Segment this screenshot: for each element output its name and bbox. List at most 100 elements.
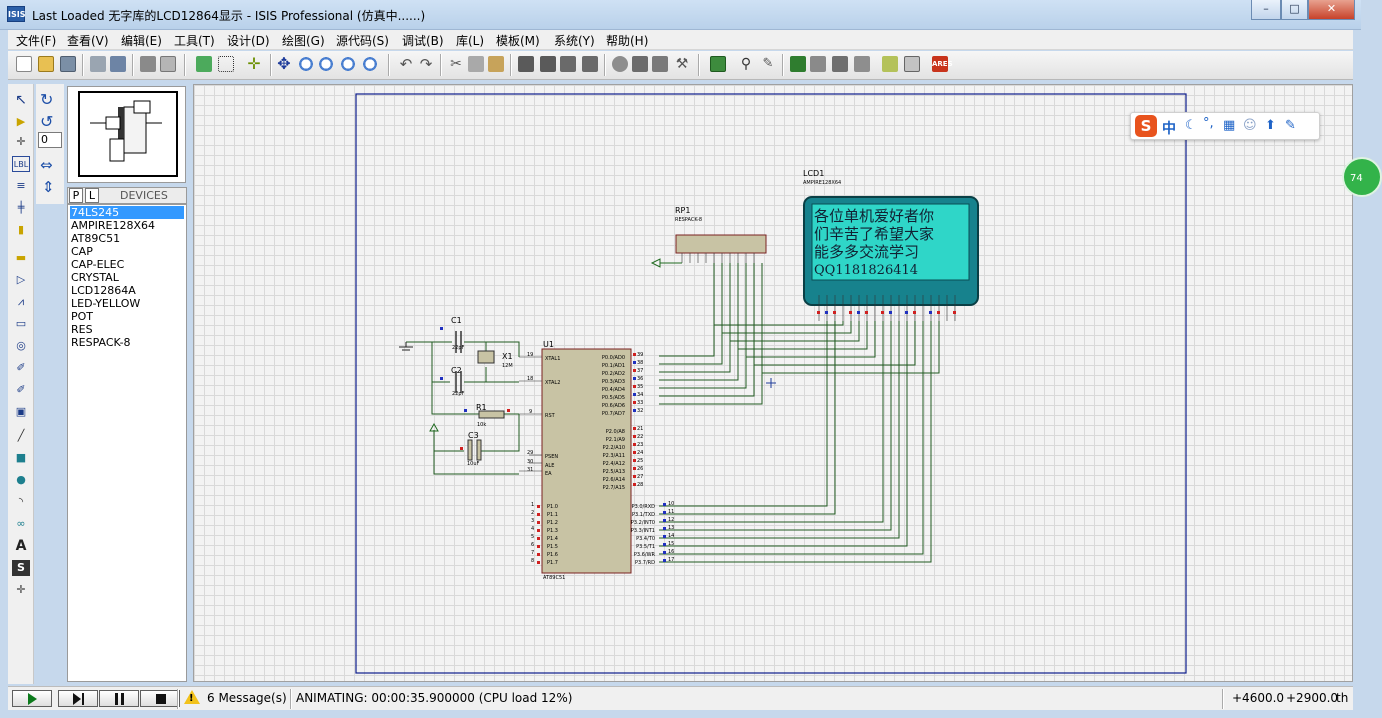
menu-edit[interactable]: 编辑(E) — [121, 34, 162, 48]
menu-view[interactable]: 查看(V) — [67, 34, 109, 48]
wire-autorouter-icon[interactable] — [710, 56, 726, 72]
message-count[interactable]: 6 Message(s) — [207, 691, 287, 705]
stop-button[interactable] — [140, 690, 180, 707]
netlist-icon[interactable] — [904, 56, 920, 72]
package-tool-icon[interactable] — [652, 56, 668, 72]
redo-icon[interactable]: ↷ — [419, 55, 433, 73]
ares-icon[interactable]: ARES — [932, 56, 953, 72]
overview-window[interactable] — [67, 86, 186, 183]
rotate-counterclockwise-icon[interactable]: ↺ — [40, 112, 54, 131]
refresh-icon[interactable] — [196, 56, 212, 72]
grid-icon[interactable] — [218, 56, 234, 72]
schematic-canvas[interactable]: LCD1 AMPIRE128X64 各位单机爱好者你 们辛苦了希望大家 能多多交… — [193, 84, 1382, 682]
library-manager-button[interactable]: L — [85, 188, 99, 203]
side-badge[interactable]: 74 — [1342, 157, 1382, 197]
symbol-icon[interactable]: S — [12, 560, 30, 576]
box-icon[interactable]: ■ — [15, 451, 27, 464]
user-icon[interactable]: ☺ — [1243, 118, 1257, 133]
device-item[interactable]: LCD12864A — [71, 284, 136, 297]
print-icon[interactable] — [140, 56, 156, 72]
device-item[interactable]: POT — [71, 310, 94, 323]
copy-icon[interactable] — [468, 56, 484, 72]
current-probe-icon[interactable]: ✐ — [16, 383, 26, 396]
block-copy-icon[interactable] — [518, 56, 534, 72]
bill-of-materials-icon[interactable] — [854, 56, 870, 72]
arc-icon[interactable]: ◝ — [18, 495, 24, 508]
close-button[interactable]: ✕ — [1308, 0, 1355, 20]
text-icon[interactable]: A — [15, 538, 27, 554]
bus-icon[interactable]: ╪ — [17, 201, 25, 214]
device-item[interactable]: RES — [71, 323, 93, 336]
device-item[interactable]: CAP-ELEC — [71, 258, 125, 271]
selection-mode-icon[interactable]: ↖ — [15, 92, 27, 108]
device-pins-icon[interactable]: ▷ — [16, 273, 26, 286]
device-item[interactable]: CAP — [71, 245, 93, 258]
terminals-icon[interactable]: ▬ — [15, 251, 27, 264]
subcircuit-icon[interactable]: ▮ — [17, 223, 25, 236]
warning-icon[interactable] — [184, 690, 200, 704]
make-device-icon[interactable] — [632, 56, 648, 72]
pause-button[interactable] — [99, 690, 139, 707]
component-mode-icon[interactable]: ▶ — [16, 115, 26, 128]
search-icon[interactable]: ⚲ — [740, 56, 752, 72]
new-file-icon[interactable] — [16, 56, 32, 72]
zoom-area-icon[interactable] — [362, 56, 378, 72]
import-icon[interactable] — [90, 56, 106, 72]
menu-template[interactable]: 模板(M) — [496, 34, 540, 48]
paste-icon[interactable] — [488, 56, 504, 72]
block-move-icon[interactable] — [540, 56, 556, 72]
wrench-icon[interactable]: ✎ — [1285, 118, 1296, 133]
zoom-out-icon[interactable] — [318, 56, 334, 72]
zoom-all-icon[interactable] — [340, 56, 356, 72]
pick-device-button[interactable]: P — [69, 188, 83, 203]
electrical-rule-check-icon[interactable] — [882, 56, 898, 72]
graph-icon[interactable]: ⩘ — [17, 295, 25, 308]
device-item[interactable]: 74LS245 — [70, 206, 184, 219]
circle-icon[interactable]: ● — [16, 473, 26, 486]
mirror-vertical-icon[interactable]: ⇕ — [42, 178, 55, 196]
virtual-instruments-icon[interactable]: ▣ — [15, 405, 27, 418]
device-item[interactable]: LED-YELLOW — [71, 297, 141, 310]
mirror-horizontal-icon[interactable]: ⇔ — [40, 156, 53, 174]
device-item[interactable]: AT89C51 — [71, 232, 121, 245]
decompose-icon[interactable]: ⚒ — [675, 56, 689, 72]
voltage-probe-icon[interactable]: ✐ — [16, 361, 26, 374]
menu-help[interactable]: 帮助(H) — [606, 34, 649, 48]
zoom-in-icon[interactable] — [298, 56, 314, 72]
text-script-icon[interactable]: ≡ — [16, 179, 26, 192]
menu-file[interactable]: 文件(F) — [16, 34, 57, 48]
block-rotate-icon[interactable] — [560, 56, 576, 72]
junction-dot-icon[interactable]: ✛ — [16, 135, 26, 148]
exit-to-parent-icon[interactable] — [832, 56, 848, 72]
play-button[interactable] — [12, 690, 52, 707]
rotate-clockwise-icon[interactable]: ↻ — [40, 90, 54, 109]
keyboard-icon[interactable]: ▦ — [1223, 118, 1236, 133]
save-icon[interactable] — [60, 56, 76, 72]
wire-label-icon[interactable]: LBL — [12, 156, 30, 172]
ime-mode[interactable]: 中 — [1162, 121, 1176, 137]
step-button[interactable] — [58, 690, 98, 707]
pan-icon[interactable]: ✥ — [277, 54, 291, 73]
ime-logo[interactable]: S — [1135, 115, 1157, 137]
menu-tools[interactable]: 工具(T) — [174, 34, 215, 48]
maximize-button[interactable]: □ — [1281, 0, 1308, 20]
origin-icon[interactable]: ✛ — [247, 54, 261, 73]
menu-source[interactable]: 源代码(S) — [336, 34, 389, 48]
device-item[interactable]: AMPIRE128X64 — [71, 219, 156, 232]
export-icon[interactable] — [110, 56, 126, 72]
generator-icon[interactable]: ◎ — [16, 339, 26, 352]
menu-system[interactable]: 系统(Y) — [554, 34, 595, 48]
undo-icon[interactable]: ↶ — [399, 55, 413, 73]
print-area-icon[interactable] — [160, 56, 176, 72]
menu-graph[interactable]: 绘图(G) — [282, 34, 325, 48]
cut-icon[interactable]: ✂ — [450, 56, 462, 72]
remove-sheet-icon[interactable] — [810, 56, 826, 72]
skin-icon[interactable]: ⬆ — [1265, 118, 1276, 133]
line-icon[interactable]: ╱ — [17, 429, 25, 442]
device-item[interactable]: RESPACK-8 — [71, 336, 131, 349]
marker-icon[interactable]: ✛ — [16, 583, 26, 596]
punctuation-icon[interactable]: °, — [1203, 116, 1214, 131]
menu-debug[interactable]: 调试(B) — [402, 34, 444, 48]
rotation-input[interactable]: 0 — [38, 132, 62, 148]
block-delete-icon[interactable] — [582, 56, 598, 72]
